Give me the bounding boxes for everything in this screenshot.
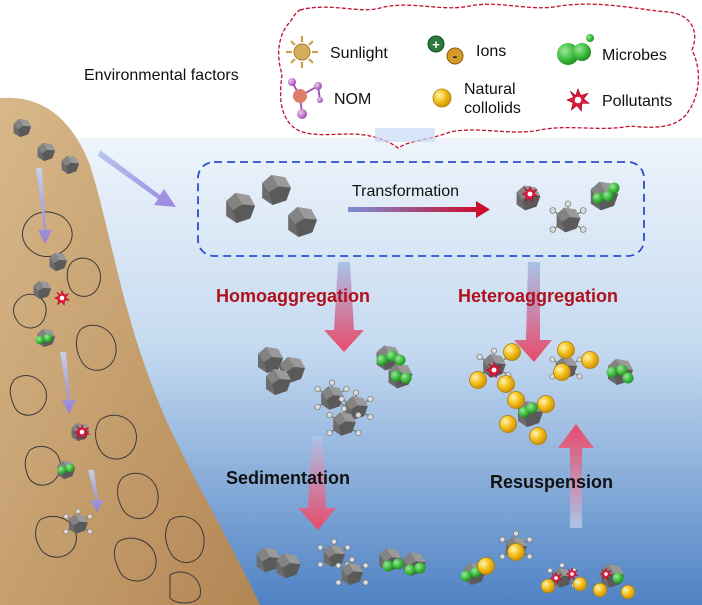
hetero-colloid	[557, 341, 575, 359]
transformed-microbe	[608, 182, 620, 194]
soil-microbe	[35, 335, 45, 345]
sediment-colloid	[592, 582, 608, 598]
molecule-icon	[288, 78, 323, 119]
sun-icon	[286, 36, 318, 68]
legend-ions-label: Ions	[476, 43, 506, 60]
soil-arrows	[36, 168, 104, 512]
homo-microbe	[390, 370, 402, 382]
transformation-label: Transformation	[352, 183, 459, 200]
sedimentation-arrow	[298, 436, 336, 530]
cloud-shadow	[375, 128, 435, 142]
legend-nom-label: NOM	[334, 91, 371, 108]
transformed-microbe	[592, 192, 604, 204]
legend-pollutants-label: Pollutants	[602, 93, 672, 110]
legend-cloud	[278, 3, 700, 149]
sediment-microbe	[460, 570, 472, 582]
legend-colloids-label-line1: Natural	[464, 81, 516, 98]
heteroaggregation-label: Heteroaggregation	[458, 286, 618, 306]
sediment-colloid	[620, 584, 636, 600]
hetero-colloid	[537, 395, 555, 413]
hetero-colloid	[503, 343, 521, 361]
hetero-colloid	[507, 391, 525, 409]
resuspension-arrow	[558, 424, 594, 528]
colloid-icon	[432, 88, 452, 108]
homoaggregation-label: Homoaggregation	[216, 286, 370, 306]
hetero-microbe	[622, 372, 634, 384]
legend-sunlight-label: Sunlight	[330, 45, 388, 62]
sediment-microbe	[382, 560, 394, 572]
hetero-down-arrow	[514, 262, 552, 362]
homo-microbe	[376, 354, 388, 366]
hetero-colloid	[497, 375, 515, 393]
sediment-colloid	[572, 576, 588, 592]
sedimentation-label: Sedimentation	[226, 468, 350, 488]
sediment-colloid	[540, 578, 556, 594]
slope-arrow	[98, 150, 176, 207]
hetero-colloid	[581, 351, 599, 369]
legend-colloids-label-line2: collolids	[464, 100, 521, 117]
soil-microbe	[43, 333, 53, 343]
transformation-arrow-shaft	[348, 207, 476, 212]
hetero-colloid	[469, 371, 487, 389]
resuspension-label: Resuspension	[490, 472, 613, 492]
hetero-microbe	[606, 366, 618, 378]
microbes-icon	[557, 34, 594, 65]
ions-icon: + -	[427, 35, 464, 65]
ion-plus-sign: +	[432, 37, 440, 52]
hetero-microbe	[526, 402, 538, 414]
sediment-colloid	[477, 557, 495, 575]
homo-microbe	[400, 372, 412, 384]
transformation-box	[197, 161, 645, 257]
sediment-microbe	[612, 572, 624, 584]
sediment-microbe	[414, 562, 426, 574]
sediment-colloid	[507, 543, 525, 561]
soil-microbe	[57, 465, 67, 475]
homo-down-arrow	[324, 262, 364, 352]
sediment-microbe	[392, 558, 404, 570]
soil-microbe	[65, 463, 75, 473]
hetero-colloid	[499, 415, 517, 433]
ion-minus-sign: -	[453, 48, 458, 64]
hetero-colloid	[553, 363, 571, 381]
environmental-factors-label: Environmental factors	[84, 67, 239, 84]
sediment-microbe	[404, 564, 416, 576]
transformation-arrow-head	[476, 201, 490, 218]
hetero-colloid	[529, 427, 547, 445]
homo-microbe	[394, 354, 406, 366]
legend-microbes-label: Microbes	[602, 47, 667, 64]
